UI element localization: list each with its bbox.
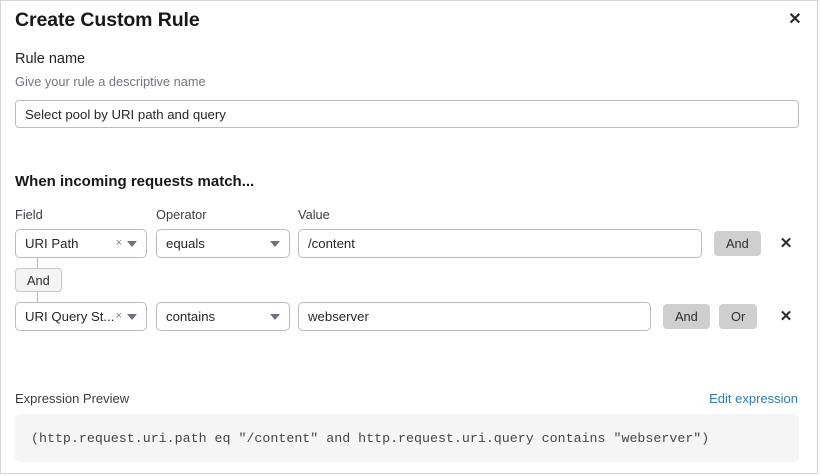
chevron-down-icon xyxy=(127,313,137,320)
connector-and-chip[interactable]: And xyxy=(15,268,62,292)
value-input-2[interactable] xyxy=(298,302,651,331)
chevron-down-icon xyxy=(127,240,137,247)
operator-select-2-value: contains xyxy=(166,309,216,324)
column-header-value: Value xyxy=(298,207,330,222)
condition-connector: And xyxy=(15,258,135,304)
connector-line-top xyxy=(37,258,38,269)
chevron-down-icon xyxy=(270,240,280,247)
field-select-1-value: URI Path xyxy=(25,236,79,251)
delete-condition-icon-1[interactable]: ✕ xyxy=(779,234,793,252)
clear-icon[interactable]: × xyxy=(115,237,122,249)
match-section-heading: When incoming requests match... xyxy=(15,173,255,190)
expression-preview-label: Expression Preview xyxy=(15,391,130,406)
operator-select-1-value: equals xyxy=(166,236,205,251)
dialog-title: Create Custom Rule xyxy=(15,9,200,31)
rule-name-help-text: Give your rule a descriptive name xyxy=(15,74,206,89)
condition-row: URI Path × equals And ✕ xyxy=(1,229,819,259)
edit-expression-link[interactable]: Edit expression xyxy=(709,391,798,406)
connector-line-bottom xyxy=(37,292,38,302)
rule-name-input[interactable] xyxy=(15,100,799,128)
and-button-2[interactable]: And xyxy=(663,304,710,329)
or-button-2[interactable]: Or xyxy=(719,304,758,329)
and-button-1[interactable]: And xyxy=(714,231,761,256)
operator-select-2[interactable]: contains xyxy=(156,302,290,331)
expression-preview-code: (http.request.uri.path eq "/content" and… xyxy=(15,414,799,462)
chevron-down-icon xyxy=(270,313,280,320)
field-select-2[interactable]: URI Query St... × xyxy=(15,302,147,331)
condition-row: URI Query St... × contains And Or ✕ xyxy=(1,302,819,332)
delete-condition-icon-2[interactable]: ✕ xyxy=(779,307,793,325)
field-select-1[interactable]: URI Path × xyxy=(15,229,147,258)
column-header-operator: Operator xyxy=(156,207,207,222)
rule-name-label: Rule name xyxy=(15,51,86,67)
clear-icon[interactable]: × xyxy=(115,310,122,322)
operator-select-1[interactable]: equals xyxy=(156,229,290,258)
value-input-1[interactable] xyxy=(298,229,702,258)
close-icon[interactable]: ✕ xyxy=(788,11,802,28)
column-header-field: Field xyxy=(15,207,43,222)
field-select-2-value: URI Query St... xyxy=(25,309,114,324)
